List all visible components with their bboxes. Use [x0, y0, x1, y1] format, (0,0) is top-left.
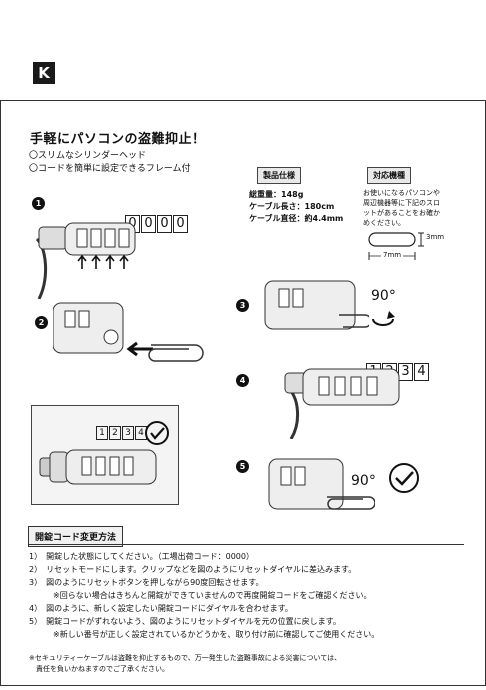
specs-label: 製品仕様: [257, 167, 301, 184]
spec-diameter: ケーブル直径：約4.4mm: [249, 214, 344, 223]
spec-length: ケーブル長さ：180cm: [249, 202, 335, 211]
instruction-item: 4） 図のように、新しく設定したい開錠コードにダイヤルを合わせます。: [29, 604, 293, 613]
divider: [28, 544, 464, 545]
slot-diagram: [368, 232, 424, 260]
slot-width-label: 7mm: [381, 251, 404, 259]
step-1-code: 0 0 0 0: [125, 215, 189, 233]
feature-1: 〇スリムなシリンダーヘッド: [29, 151, 147, 161]
instruction-sheet: 手軽にパソコンの盗難抑止！ 〇スリムなシリンダーヘッド 〇コードを簡単に設定でき…: [0, 100, 486, 686]
disclaimer: ※セキュリティーケーブルは盗難を抑止するもので、万一発生した盗難事故による災害に…: [29, 654, 342, 673]
step-1-lock-illustration: [35, 222, 136, 299]
feature-2: 〇コードを簡単に設定できるフレーム付: [29, 164, 191, 174]
step-4-illustration: [284, 368, 400, 439]
instruction-item: 1） 開錠した状態にしてください。（工場出荷コード：0000）: [29, 552, 254, 561]
check-circle-icon: [389, 463, 419, 493]
instructions-list: 1） 開錠した状態にしてください。（工場出荷コード：0000） 2） リセットモ…: [29, 550, 379, 641]
spec-weight: 総重量：148g: [249, 190, 304, 199]
instruction-item: 2） リセットモードにします。クリップなどを図のようにリセットダイヤルに差込みま…: [29, 565, 357, 574]
confirmation-panel: 1 2 3 4: [31, 405, 179, 505]
step-4-number: 4: [236, 374, 249, 387]
step-3-angle: 90°: [371, 288, 396, 304]
specs-list: 総重量：148g ケーブル長さ：180cm ケーブル直径：約4.4mm: [249, 189, 343, 225]
confirmation-lock-illustration: [39, 449, 157, 485]
check-circle-icon: [145, 421, 169, 445]
step-5-angle: 90°: [351, 473, 376, 489]
step-2-number: 2: [35, 316, 48, 329]
confirmation-code: 1 2 3 4: [96, 426, 148, 440]
instructions-title: 開錠コード変更方法: [28, 526, 124, 547]
page-title: 手軽にパソコンの盗難抑止！: [30, 132, 206, 147]
compat-label: 対応機種: [367, 167, 411, 184]
step-1-number: 1: [32, 197, 45, 210]
step-3-illustration: [264, 280, 369, 330]
compat-text: お使いになるパソコンや 周辺機器等に下記のスロ ットがあることをお確か めくださ…: [363, 189, 440, 227]
rotate-arrow-icon: [372, 311, 395, 326]
step-5-number: 5: [236, 460, 249, 473]
step-3-number: 3: [236, 299, 249, 312]
step-2-illustration: [53, 302, 204, 362]
instruction-item: ※新しい番号が正しく設定されているかどうかを、取り付け前に確認してご使用ください…: [29, 630, 380, 639]
instruction-item: 3） 図のようにリセットボタンを押しながら90度回転させます。: [29, 578, 264, 587]
instruction-item: 5） 開錠コードがずれないよう、図のようにリセットダイヤルを元の位置に戻します。: [29, 617, 341, 626]
step-5-illustration: [268, 458, 375, 510]
brand-logo: K: [33, 62, 55, 84]
instruction-item: ※回らない場合はきちんと開錠ができていませんので再度開錠コードをご確認ください。: [29, 591, 372, 600]
slot-height-label: 3mm: [426, 233, 445, 241]
